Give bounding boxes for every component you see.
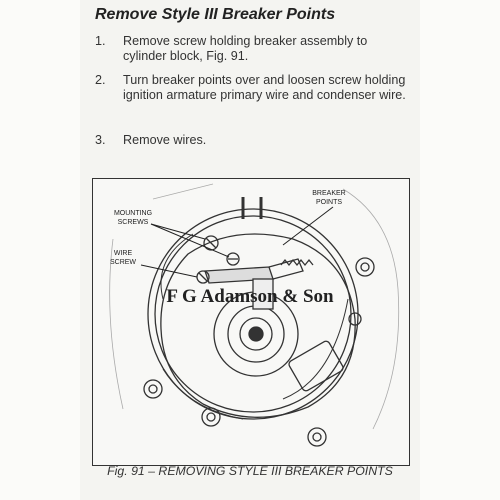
figure-91: MOUNTING SCREWS BREAKER POINTS WIRE SCRE… [92, 178, 410, 466]
section-title: Remove Style III Breaker Points [95, 6, 336, 23]
figure-caption: Fig. 91 – REMOVING STYLE III BREAKER POI… [107, 464, 393, 478]
breaker-points-label-line2: POINTS [316, 199, 342, 206]
wire-screw-label-line2: SCREW [110, 259, 136, 266]
mounting-screws-label-line2: SCREWS [118, 219, 149, 226]
step-text: Turn breaker points over and loosen scre… [123, 73, 406, 102]
step-text: Remove screw holding breaker assembly to… [123, 34, 368, 63]
breaker-points-label-line1: BREAKER [312, 190, 345, 197]
watermark: F G Adamson & Son [166, 286, 334, 307]
breaker-points-illustration: MOUNTING SCREWS BREAKER POINTS WIRE SCRE… [109, 183, 400, 447]
wire-screw-label-line1: WIRE [114, 250, 133, 257]
step-number: 2. [95, 73, 106, 87]
step-number: 1. [95, 34, 106, 48]
step-number: 3. [95, 133, 106, 147]
mounting-screws-label-line1: MOUNTING [114, 210, 152, 217]
step-text: Remove wires. [123, 133, 207, 147]
